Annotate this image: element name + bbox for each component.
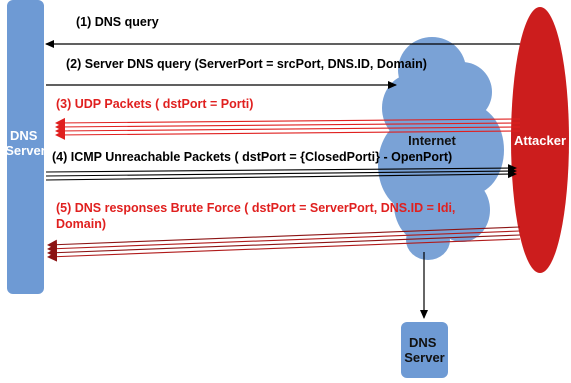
dns-server-left-label: DNS Server	[5, 128, 45, 158]
arrow-udp-packets	[55, 117, 521, 140]
dns-server-bottom-box	[401, 322, 448, 378]
dns-server-bottom-label: DNS Server	[404, 335, 444, 365]
arrow-dns-responses-brute-force	[47, 226, 521, 262]
label-server-dns-query: (2) Server DNS query (ServerPort = srcPo…	[66, 57, 427, 71]
label-icmp-unreachable: (4) ICMP Unreachable Packets ( dstPort =…	[52, 150, 452, 164]
label-dns-query: (1) DNS query	[76, 15, 159, 29]
attacker-label: Attacker	[514, 133, 566, 148]
attacker-node	[511, 7, 569, 273]
internet-label: Internet	[408, 133, 456, 148]
label-udp-packets: (3) UDP Packets ( dstPort = Porti)	[56, 97, 253, 111]
label-dns-responses-brute-force: (5) DNS responses Brute Force ( dstPort …	[56, 201, 459, 231]
arrow-icmp-unreachable	[45, 164, 517, 181]
dns-server-left-box	[7, 0, 44, 294]
